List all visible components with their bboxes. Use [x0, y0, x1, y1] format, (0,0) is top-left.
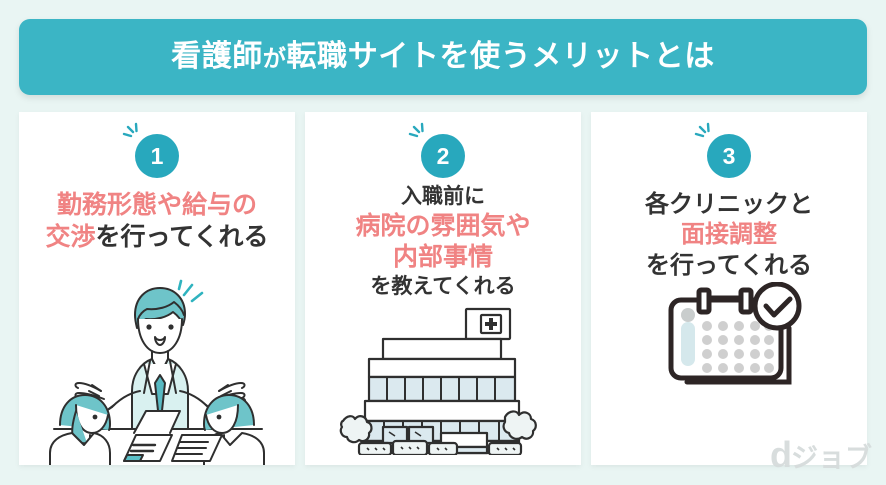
headline-highlight: 勤務形態や給与の [56, 191, 257, 219]
headline-line-1: 入職前に [401, 185, 485, 208]
benefit-card-list: 1 勤務形態や給与の 交渉を行ってくれる [19, 112, 868, 465]
brand-logo-mark: d [770, 434, 792, 475]
headline-line-4: を教えてくれる [370, 275, 516, 299]
headline-highlight: 交渉 [45, 222, 96, 251]
badge-box-3: 3 [694, 122, 751, 178]
badge-wrap-2: 2 [305, 122, 581, 178]
benefit-card-3: 3 各クリニックと 面接調整 を行ってくれる [591, 112, 867, 465]
brand-logo: d ジョブ [770, 437, 872, 473]
career-consultation-icon [49, 279, 265, 465]
headline-line-2: 面接調整 [681, 221, 777, 249]
benefit-headline-2: 入職前に 病院の雰囲気や 内部事情 を教えてくれる [313, 184, 573, 301]
badge-wrap-3: 3 [591, 122, 867, 178]
illustration-hospital-building [305, 305, 581, 455]
illustration-calendar-check [591, 282, 867, 410]
calendar-check-icon [668, 282, 802, 385]
page-title-part-1: 看護師 [171, 40, 263, 73]
page-title: 看護師が転職サイトを使うメリットとは [171, 42, 715, 72]
illustration-career-consultation [19, 279, 295, 465]
page-title-particle: が [262, 45, 287, 71]
headline-line-1: 各クリニックと [645, 191, 813, 218]
badge-number-1: 1 [135, 134, 179, 178]
page-title-part-2: 転職サイトを使うメリットとは [286, 40, 715, 73]
header-banner: 看護師が転職サイトを使うメリットとは [19, 19, 867, 95]
brand-logo-word: ジョブ [791, 443, 872, 473]
hospital-building-icon [339, 307, 537, 455]
headline-line-3: を行ってくれる [645, 251, 813, 279]
benefit-headline-1: 勤務形態や給与の 交渉を行ってくれる [27, 190, 287, 254]
headline-normal: を行ってくれる [95, 222, 269, 251]
badge-wrap-1: 1 [19, 122, 295, 178]
badge-number-3: 3 [707, 134, 751, 178]
headline-line-1: 勤務形態や給与の [27, 190, 287, 222]
benefit-card-2: 2 入職前に 病院の雰囲気や 内部事情 を教えてくれる [305, 112, 581, 465]
benefit-card-1: 1 勤務形態や給与の 交渉を行ってくれる [19, 112, 295, 465]
badge-number-2: 2 [421, 134, 465, 178]
headline-line-2: 病院の雰囲気や [355, 211, 531, 240]
badge-box-2: 2 [408, 122, 465, 178]
headline-line-3: 内部事情 [392, 243, 493, 272]
headline-line-2: 交渉を行ってくれる [27, 222, 287, 254]
badge-box-1: 1 [122, 122, 179, 178]
benefit-headline-3: 各クリニックと 面接調整 を行ってくれる [599, 190, 859, 281]
